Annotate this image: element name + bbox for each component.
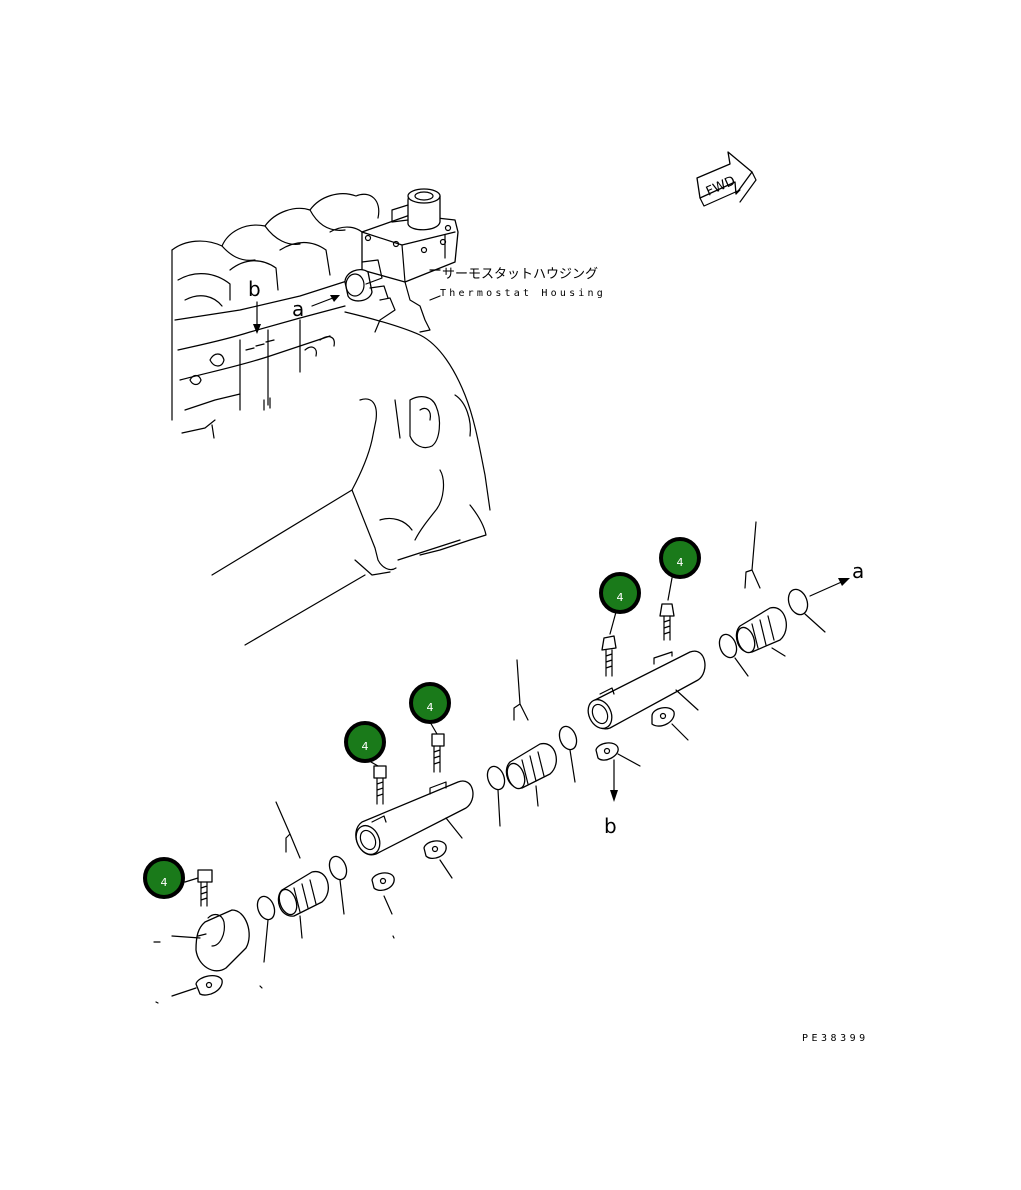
callout-badge: 4: [143, 857, 185, 899]
svg-text:Thermostat Housing: Thermostat Housing: [440, 288, 606, 299]
svg-text:4: 4: [617, 591, 624, 604]
svg-text:4: 4: [427, 701, 434, 714]
svg-text:b: b: [604, 814, 617, 838]
ref-a-parts: a: [809, 559, 864, 597]
svg-text:b: b: [248, 277, 261, 301]
pipe-section-right: [587, 521, 826, 767]
callout-badge: 4: [344, 721, 386, 763]
ref-a-engine: a: [292, 295, 340, 321]
ref-b-engine: b: [248, 277, 261, 334]
drawing-code: PE38399: [802, 1033, 869, 1044]
fwd-direction-icon: FWD: [696, 151, 757, 207]
callout-leaders: [184, 577, 673, 883]
svg-text:4: 4: [362, 740, 369, 753]
engine-block: [171, 188, 491, 646]
thermostat-housing-label: サーモスタットハウジング Thermostat Housing: [429, 267, 606, 299]
callout-badge: 4: [599, 572, 641, 614]
svg-text:サーモスタットハウジング: サーモスタットハウジング: [442, 267, 598, 282]
svg-text:a: a: [852, 559, 864, 583]
svg-text:a: a: [292, 297, 304, 321]
pipe-section-middle: [355, 659, 578, 939]
callout-badge: 4: [659, 537, 701, 579]
ref-b-parts: b: [604, 759, 618, 838]
svg-text:4: 4: [677, 556, 684, 569]
svg-text:4: 4: [161, 876, 168, 889]
pipe-section-left: [153, 801, 348, 1004]
callout-badge: 4: [409, 682, 451, 724]
